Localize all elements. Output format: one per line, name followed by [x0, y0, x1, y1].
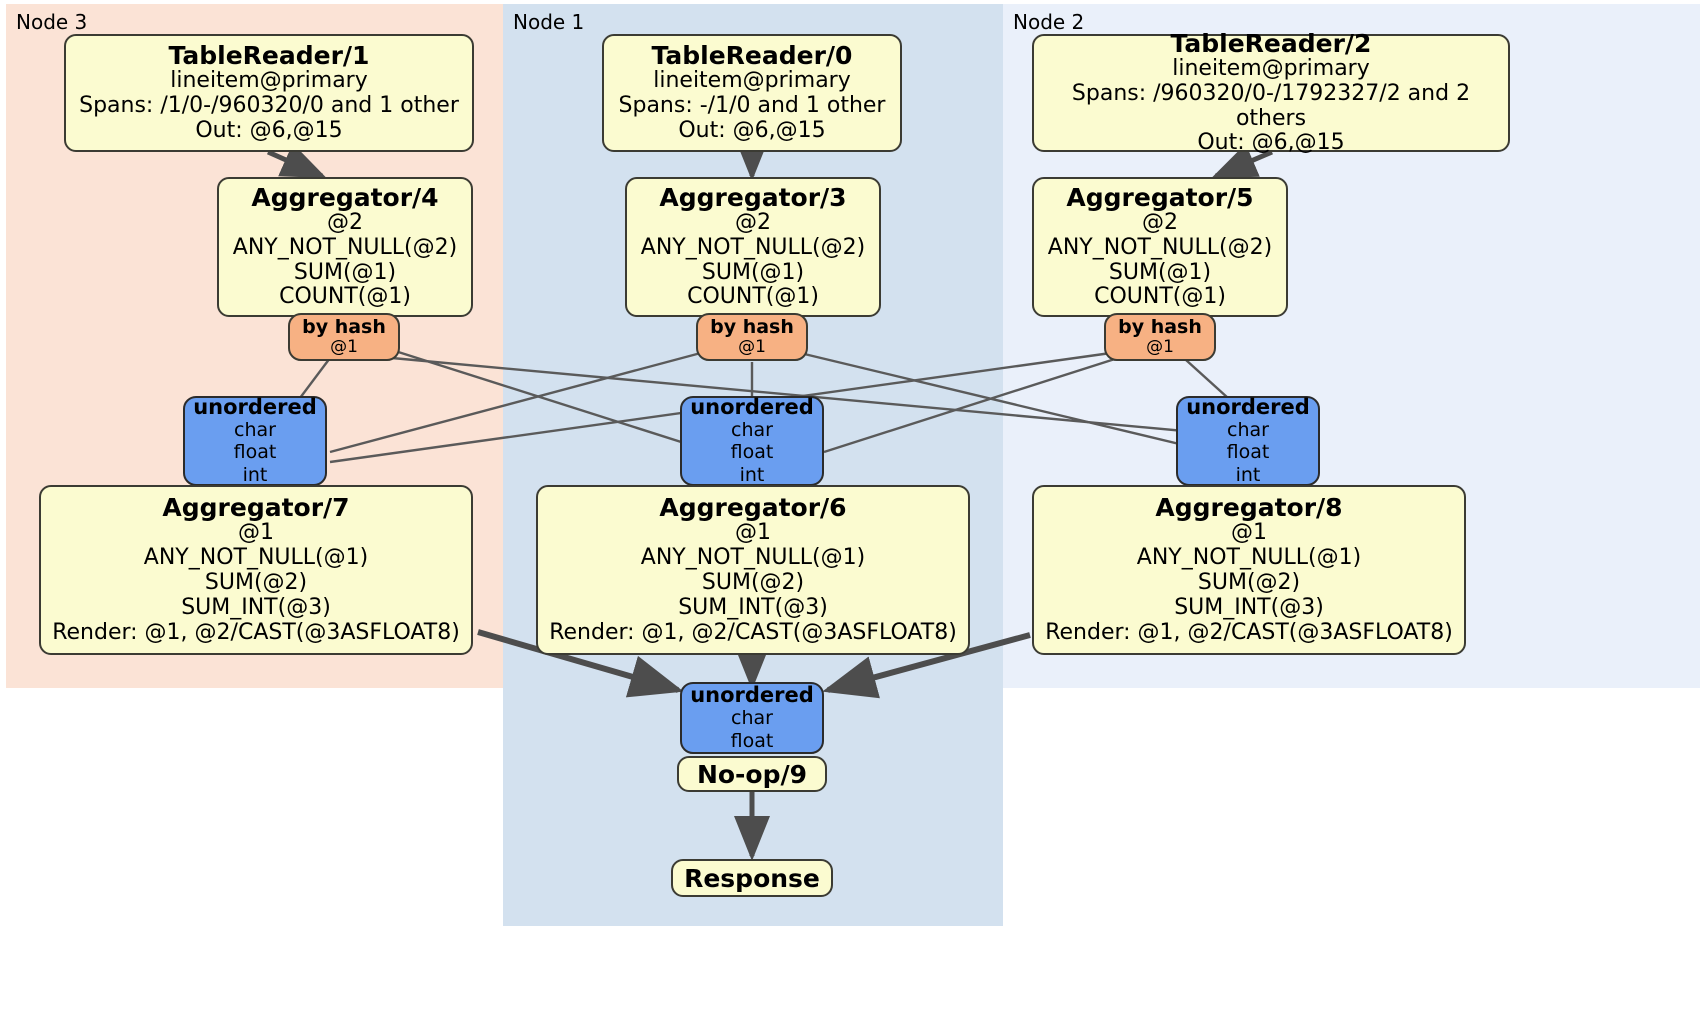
stream-unordered-center[interactable]: unordered char float int [680, 396, 824, 486]
node-line: ANY_NOT_NULL(@2) [640, 234, 866, 260]
processor-aggregator-8[interactable]: Aggregator/8 @1 ANY_NOT_NULL(@1) SUM(@2)… [1032, 485, 1466, 655]
node-title: Aggregator/3 [659, 182, 847, 212]
node-line: Out: @6,@15 [195, 117, 343, 143]
processor-no-op-9[interactable]: No-op/9 [677, 756, 827, 792]
node-line: char [731, 419, 773, 442]
node-line: float [1226, 441, 1270, 464]
node-line: SUM_INT(@3) [1174, 594, 1324, 620]
panel-node-1-label: Node 1 [513, 10, 585, 34]
node-line: Spans: /960320/0-/1792327/2 and 2 others [1071, 80, 1471, 131]
node-line: COUNT(@1) [279, 284, 411, 310]
node-title: TableReader/0 [651, 41, 853, 71]
node-line: @2 [735, 209, 771, 235]
node-line: Render: @1, @2/CAST(@3ASFLOAT8) [52, 619, 460, 645]
node-title: Aggregator/7 [162, 493, 350, 523]
node-line: COUNT(@1) [1094, 284, 1226, 310]
node-line: SUM(@1) [701, 259, 805, 285]
panel-node-3-label: Node 3 [16, 10, 88, 34]
node-line: int [242, 463, 268, 486]
processor-table-reader-2[interactable]: TableReader/2 lineitem@primary Spans: /9… [1032, 30, 1510, 155]
node-title: Aggregator/8 [1155, 493, 1343, 523]
node-title: No-op/9 [696, 759, 808, 789]
node-line: Spans: /1/0-/960320/0 and 1 other [79, 93, 459, 119]
processor-aggregator-5[interactable]: Aggregator/5 @2 ANY_NOT_NULL(@2) SUM(@1)… [1032, 177, 1288, 317]
node-title: by hash [1118, 315, 1202, 338]
node-line: SUM(@2) [701, 570, 805, 596]
node-line: SUM(@1) [293, 259, 397, 285]
processor-table-reader-0[interactable]: TableReader/0 lineitem@primary Spans: -/… [602, 34, 902, 152]
processor-aggregator-4[interactable]: Aggregator/4 @2 ANY_NOT_NULL(@2) SUM(@1)… [217, 177, 473, 317]
node-line: int [739, 463, 765, 486]
router-by-hash-right[interactable]: by hash @1 [1104, 313, 1216, 361]
node-line: lineitem@primary [1172, 55, 1370, 81]
node-line: ANY_NOT_NULL(@1) [640, 545, 866, 571]
node-line: @1 [738, 336, 766, 357]
node-line: Render: @1, @2/CAST(@3ASFLOAT8) [1045, 619, 1453, 645]
node-line: SUM_INT(@3) [678, 594, 828, 620]
node-line: ANY_NOT_NULL(@1) [1136, 545, 1362, 571]
node-title: by hash [302, 315, 386, 338]
node-line: @2 [1142, 209, 1178, 235]
node-title: Aggregator/6 [659, 493, 847, 523]
node-title: Response [684, 863, 820, 893]
node-title: unordered [1186, 395, 1310, 420]
node-line: Spans: -/1/0 and 1 other [618, 93, 886, 119]
node-line: char [234, 419, 276, 442]
node-line: float [730, 441, 774, 464]
node-line: COUNT(@1) [687, 284, 819, 310]
stream-unordered-left[interactable]: unordered char float int [183, 396, 327, 486]
node-line: char [1227, 419, 1269, 442]
node-line: SUM(@1) [1108, 259, 1212, 285]
node-line: @1 [238, 520, 274, 546]
node-line: SUM_INT(@3) [181, 594, 331, 620]
node-line: Out: @6,@15 [1197, 130, 1345, 156]
node-line: Render: @1, @2/CAST(@3ASFLOAT8) [549, 619, 957, 645]
node-title: TableReader/2 [1170, 28, 1372, 58]
node-line: int [1235, 463, 1261, 486]
node-line: lineitem@primary [653, 68, 851, 94]
router-by-hash-center[interactable]: by hash @1 [696, 313, 808, 361]
node-line: ANY_NOT_NULL(@1) [143, 545, 369, 571]
panel-node-2-label: Node 2 [1013, 10, 1085, 34]
node-line: @1 [735, 520, 771, 546]
node-title: TableReader/1 [168, 41, 370, 71]
node-line: SUM(@2) [204, 570, 308, 596]
node-line: Out: @6,@15 [678, 117, 826, 143]
node-title: unordered [690, 395, 814, 420]
stream-unordered-right[interactable]: unordered char float int [1176, 396, 1320, 486]
stream-unordered-final[interactable]: unordered char float [680, 682, 824, 754]
node-line: ANY_NOT_NULL(@2) [1047, 234, 1273, 260]
node-line: @1 [1231, 520, 1267, 546]
node-line: char [731, 707, 773, 730]
processor-response[interactable]: Response [671, 859, 833, 897]
node-title: Aggregator/5 [1066, 182, 1254, 212]
node-line: ANY_NOT_NULL(@2) [232, 234, 458, 260]
node-line: lineitem@primary [170, 68, 368, 94]
node-title: by hash [710, 315, 794, 338]
router-by-hash-left[interactable]: by hash @1 [288, 313, 400, 361]
processor-aggregator-3[interactable]: Aggregator/3 @2 ANY_NOT_NULL(@2) SUM(@1)… [625, 177, 881, 317]
processor-aggregator-6[interactable]: Aggregator/6 @1 ANY_NOT_NULL(@1) SUM(@2)… [536, 485, 970, 655]
node-title: Aggregator/4 [251, 182, 439, 212]
node-line: float [233, 441, 277, 464]
processor-aggregator-7[interactable]: Aggregator/7 @1 ANY_NOT_NULL(@1) SUM(@2)… [39, 485, 473, 655]
node-line: @1 [330, 336, 358, 357]
node-line: float [730, 729, 774, 752]
node-line: SUM(@2) [1197, 570, 1301, 596]
node-line: @2 [327, 209, 363, 235]
node-line: @1 [1146, 336, 1174, 357]
node-title: unordered [193, 395, 317, 420]
node-title: unordered [690, 683, 814, 708]
processor-table-reader-1[interactable]: TableReader/1 lineitem@primary Spans: /1… [64, 34, 474, 152]
